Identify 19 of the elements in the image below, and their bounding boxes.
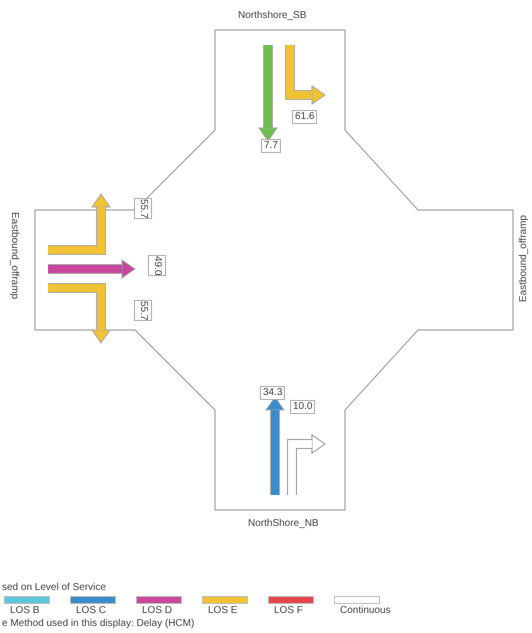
legend-label: LOS F [274, 605, 303, 617]
delay-value: 49.0 [148, 255, 166, 276]
legend-title: sed on Level of Service [2, 582, 106, 594]
legend-label: LOS B [10, 605, 40, 617]
approach-name: Eastbound_offramp [518, 215, 530, 302]
delay-value: 61.6 [292, 110, 318, 124]
delay-value: 55.7 [134, 300, 152, 322]
approach-name: NorthShore_NB [248, 518, 319, 530]
legend-label: Continuous [340, 605, 391, 617]
legend-label: LOS D [142, 605, 172, 617]
delay-value: 34.3 [260, 386, 286, 400]
delay-value: 7.7 [261, 139, 281, 153]
delay-value: 55.7 [134, 198, 152, 220]
legend-label: LOS E [208, 605, 238, 617]
method-note: e Method used in this display: Delay (HCM) [2, 618, 194, 630]
legend-label: LOS C [76, 605, 106, 617]
approach-name: Eastbound_offramp [8, 212, 20, 300]
approach-name: Northshore_SB [238, 10, 306, 22]
delay-value: 10.0 [290, 400, 316, 414]
